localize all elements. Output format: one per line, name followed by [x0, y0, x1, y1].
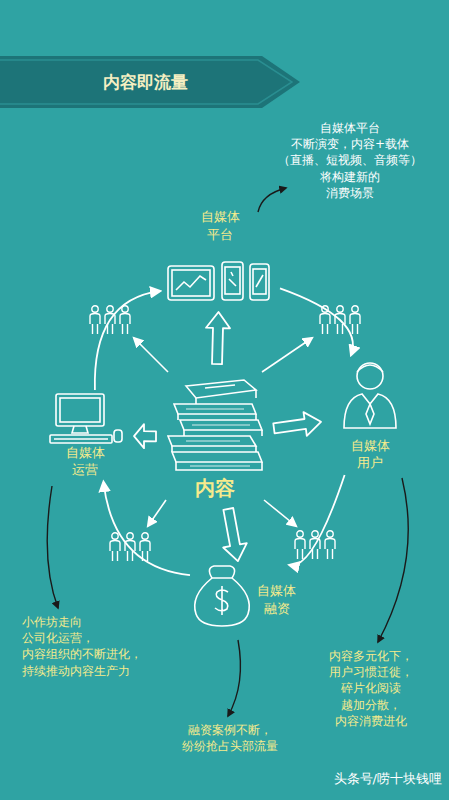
computer-icon	[72, 426, 88, 433]
cycle-arrow	[104, 482, 191, 575]
node-label: 自媒体 用户	[351, 437, 390, 472]
annotation-note: 内容多元化下， 用户习惯迁徙， 碎片化阅读 越加分散， 内容消费进化	[298, 648, 444, 729]
books-icon	[184, 430, 262, 436]
device-icons	[176, 276, 206, 290]
cycle-arrow	[95, 291, 160, 390]
money-bag-icon	[195, 566, 250, 626]
computer-icon	[56, 394, 104, 426]
user-icon	[366, 404, 374, 424]
device-icons	[222, 262, 243, 300]
device-icons	[225, 267, 240, 294]
leader-arrow	[47, 188, 408, 716]
block-arrow	[206, 312, 230, 364]
money-bag-icon	[195, 578, 250, 626]
cycle-arrow	[290, 475, 345, 565]
people-group	[90, 306, 360, 561]
title-banner	[0, 56, 300, 108]
concept-node: 自媒体 用户	[325, 355, 415, 475]
title-banner	[0, 60, 292, 104]
node-label: 内容	[195, 475, 235, 502]
user-icon	[344, 394, 396, 428]
device-icons	[256, 275, 263, 287]
leader-arrow	[228, 640, 240, 716]
device-icons	[168, 266, 214, 300]
computer-icon	[50, 394, 122, 443]
books-icon	[196, 390, 256, 404]
concept-node: 自媒体 融资	[190, 565, 300, 635]
block-arrow	[273, 412, 321, 436]
title-banner	[0, 56, 300, 108]
books-icon	[168, 380, 262, 470]
annotation-note: 融资案例不断， 纷纷抢占头部流量	[140, 722, 320, 754]
computer-icon	[50, 435, 112, 443]
user-icon	[344, 363, 396, 428]
device-icons	[229, 272, 236, 286]
user-icon	[357, 365, 383, 372]
annotation-note: 自媒体平台 不断演变，内容+载体 （直播、短视频、音频等） 将构建新的 消费场景	[264, 120, 436, 201]
books-icon	[186, 409, 250, 466]
concept-node: 内容	[160, 368, 270, 505]
device-icons	[253, 269, 266, 294]
leader-arrow	[47, 486, 58, 608]
diagram-title: 内容即流量	[30, 70, 260, 94]
books-icon	[172, 452, 262, 462]
annotation-note: 小作坊走向 公司化运营， 内容组织的不断进化， 持续推动内容生产力	[22, 614, 192, 679]
concept-node: 自媒体 平台	[160, 205, 280, 308]
money-bag-icon	[215, 586, 228, 615]
node-label: 自媒体 运营	[66, 444, 105, 479]
user-icon	[357, 363, 383, 389]
block-arrow	[134, 424, 156, 448]
node-label: 自媒体 融资	[257, 582, 296, 617]
content-arrow	[262, 338, 312, 372]
books-icon	[178, 414, 256, 420]
node-label: 自媒体 平台	[201, 208, 240, 243]
books-icon	[172, 446, 256, 452]
computer-icon	[114, 430, 122, 442]
computer-icon	[54, 438, 108, 440]
content-arrow	[264, 500, 296, 526]
watermark: 头条号 / 唠十块钱哩	[250, 770, 442, 788]
device-icons	[250, 264, 269, 300]
concept-node: 自媒体 运营	[40, 390, 130, 482]
leader-arrow	[258, 188, 286, 212]
money-bag-icon	[209, 566, 234, 578]
device-icons	[168, 262, 269, 300]
content-arrow	[148, 500, 166, 526]
leader-arrow	[378, 478, 408, 642]
cycle-arrow	[280, 288, 353, 355]
content-arrow	[134, 338, 168, 372]
device-icons	[172, 270, 210, 296]
block-arrow	[223, 508, 247, 561]
books-icon	[186, 380, 256, 398]
computer-icon	[60, 398, 100, 422]
books-icon	[205, 385, 235, 388]
